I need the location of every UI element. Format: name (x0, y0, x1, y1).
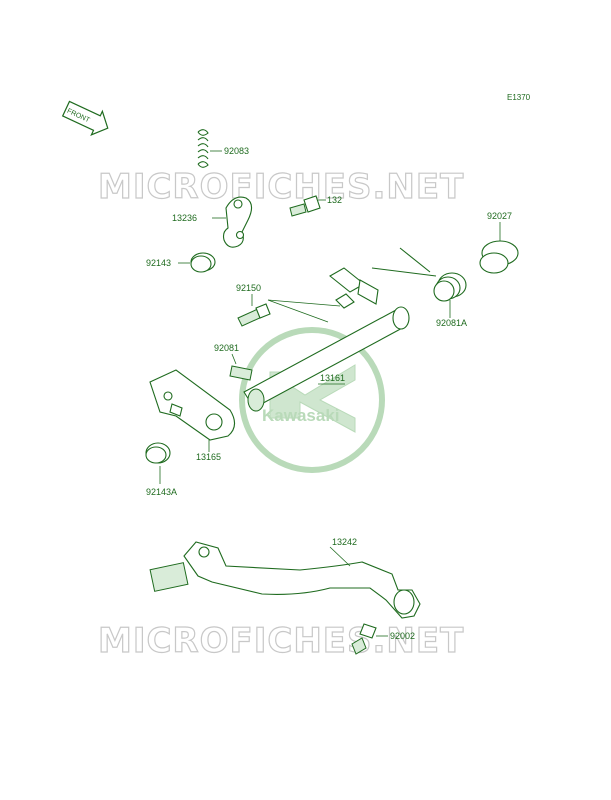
bolt-132 (289, 195, 326, 217)
brand-text: Kawasaki (262, 406, 340, 425)
part-label-132: 132 (327, 195, 342, 205)
part-label-13242: 13242 (332, 537, 357, 547)
part-label-92027: 92027 (487, 211, 512, 221)
bolt-92002 (351, 623, 388, 655)
part-label-92150: 92150 (236, 283, 261, 293)
part-label-13236: 13236 (172, 213, 197, 223)
part-label-13165: 13165 (196, 452, 221, 462)
shift-pedal-13242 (149, 541, 421, 619)
diagram-code: E1370 (507, 93, 531, 102)
link-plate-13236 (212, 196, 253, 248)
front-arrow-icon: FRONT (61, 100, 109, 136)
washer-92143a (145, 442, 171, 484)
collar-92027 (479, 222, 519, 274)
spring-92083 (197, 129, 222, 168)
bolt-92150 (237, 294, 341, 327)
part-label-92002: 92002 (390, 631, 415, 641)
washer-92143 (178, 252, 216, 273)
watermark-bottom: MICROFICHES.NET (98, 621, 464, 661)
part-label-13161: 13161 (320, 373, 345, 383)
torsion-spring-92081a (371, 247, 467, 318)
part-label-92081a: 92081A (436, 318, 467, 328)
part-label-92143: 92143 (146, 258, 171, 268)
shift-plate-13165 (149, 369, 236, 452)
spring-92081 (229, 353, 253, 381)
watermark-top: MICROFICHES.NET (98, 167, 464, 207)
part-label-92143a: 92143A (146, 487, 177, 497)
shift-shaft-13161 (243, 267, 410, 412)
part-label-92083: 92083 (224, 146, 249, 156)
part-label-92081: 92081 (214, 343, 239, 353)
